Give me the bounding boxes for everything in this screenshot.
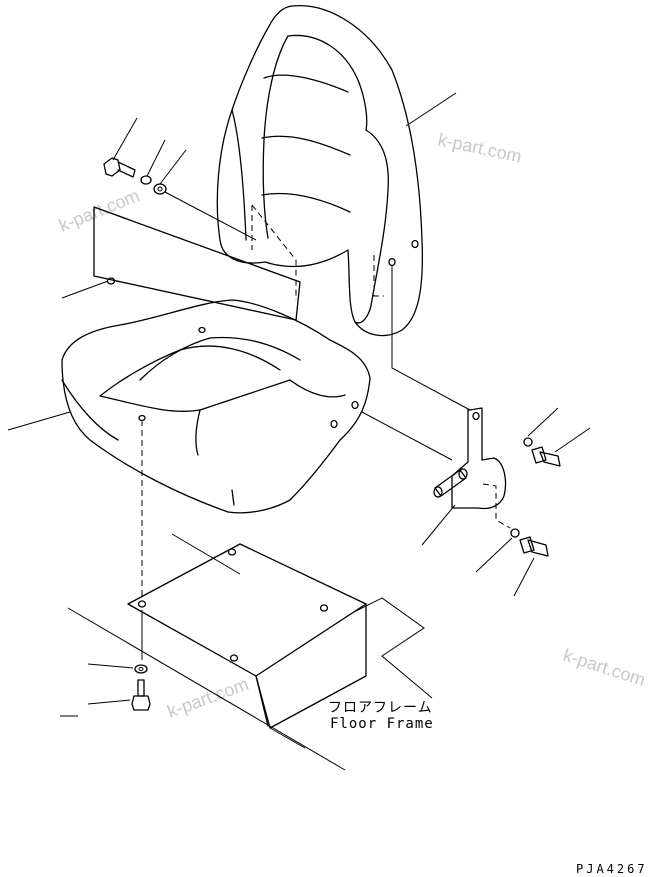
hinge-dash: [373, 255, 384, 297]
floor-frame-label-en: Floor Frame: [330, 716, 434, 732]
leader-seat-cushion: [7, 411, 71, 431]
leader-back-plate: [61, 280, 109, 299]
watermark-1: k-part.com: [436, 129, 523, 166]
drawing-code: PJA4267: [576, 862, 648, 876]
hinge-connect-line: [391, 266, 471, 411]
floor-frame-label-jp: フロアフレーム: [328, 700, 433, 716]
back-mounting-plate: [93, 204, 301, 321]
watermark-4: k-part.com: [165, 674, 252, 722]
watermark-2: k-part.com: [56, 185, 142, 235]
right-bolt-group: [475, 407, 591, 597]
plate-hole: [106, 277, 116, 285]
washer-icon-2: [153, 183, 167, 195]
hinge-pin-icon: [434, 469, 467, 497]
seat-cushion: [61, 299, 371, 514]
bolt-icon: [539, 451, 561, 467]
seat-mount-plate: [67, 533, 433, 771]
watermark-3: k-part.com: [561, 645, 648, 690]
bolt-head-icon: [103, 157, 121, 177]
leader-seat-back: [405, 92, 457, 127]
bolt-head-icon-2: [131, 695, 151, 711]
hinge-bracket: [361, 407, 511, 529]
washer-icon: [140, 175, 152, 185]
seat-back: [216, 5, 424, 337]
bolt-icon-2: [527, 539, 549, 557]
floor-bolt-group: [60, 610, 151, 717]
upper-bolt-group: [103, 117, 257, 241]
leader-hinge: [421, 504, 456, 546]
